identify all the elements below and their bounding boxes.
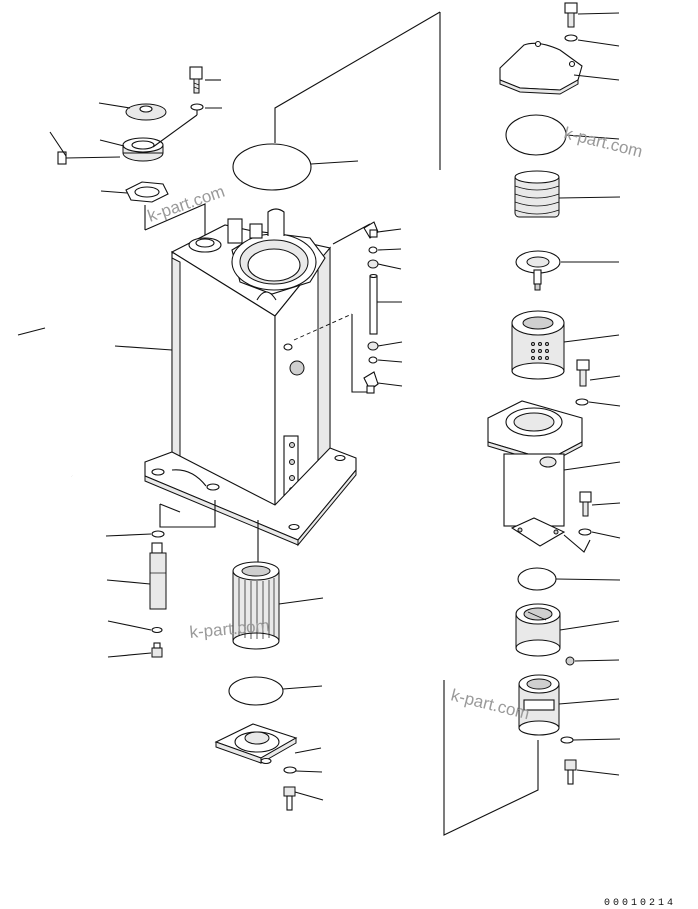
breather-cap [125, 103, 167, 121]
strainer-o-ring [228, 676, 284, 706]
filter-case-bolt [576, 359, 590, 387]
small-o-ring-2 [368, 356, 378, 364]
filter-spring [514, 170, 560, 218]
cover-bolt [283, 786, 296, 811]
filter-cap-washer [564, 34, 578, 42]
adapter-washer [560, 736, 574, 744]
case-bolt-lower [579, 491, 592, 517]
drawing-number: 00010214 [604, 898, 676, 909]
small-nut-1 [367, 259, 379, 269]
drain-plug [151, 642, 163, 658]
drain-o-ring-2 [151, 626, 163, 634]
drain-o-ring-1 [151, 530, 165, 538]
breather-body [122, 137, 164, 162]
drain-valve-body [149, 542, 167, 610]
small-o-ring-1 [368, 246, 378, 254]
breather-hose [8, 151, 121, 477]
breather-washer [190, 103, 204, 111]
filter-cap-bolt [564, 2, 578, 28]
elbow-fitting-top [363, 221, 379, 239]
filter-case [487, 400, 583, 547]
check-valve [515, 603, 561, 657]
check-valve-screw [565, 656, 575, 666]
hydraulic-tank-body [144, 208, 357, 547]
strainer-cover [214, 723, 298, 765]
relief-valve-assembly [515, 250, 561, 291]
case-o-ring [517, 567, 557, 591]
suction-strainer [232, 561, 280, 650]
elbow-fitting-bottom [363, 371, 379, 394]
watermark-2: k-part.com [562, 123, 645, 161]
return-filter-element [511, 310, 565, 380]
adapter-bolt [564, 759, 577, 785]
filter-cover [499, 40, 583, 95]
suction-adapter [518, 674, 560, 736]
breather-bolt [189, 66, 203, 94]
filter-case-washer [575, 398, 589, 406]
top-o-ring [232, 143, 312, 191]
cover-washer [283, 766, 297, 774]
case-washer-lower [578, 528, 592, 536]
small-nut-2 [367, 341, 379, 351]
filler-gasket [125, 181, 169, 203]
filter-cover-o-ring [505, 114, 567, 156]
connecting-pipe [369, 273, 378, 335]
